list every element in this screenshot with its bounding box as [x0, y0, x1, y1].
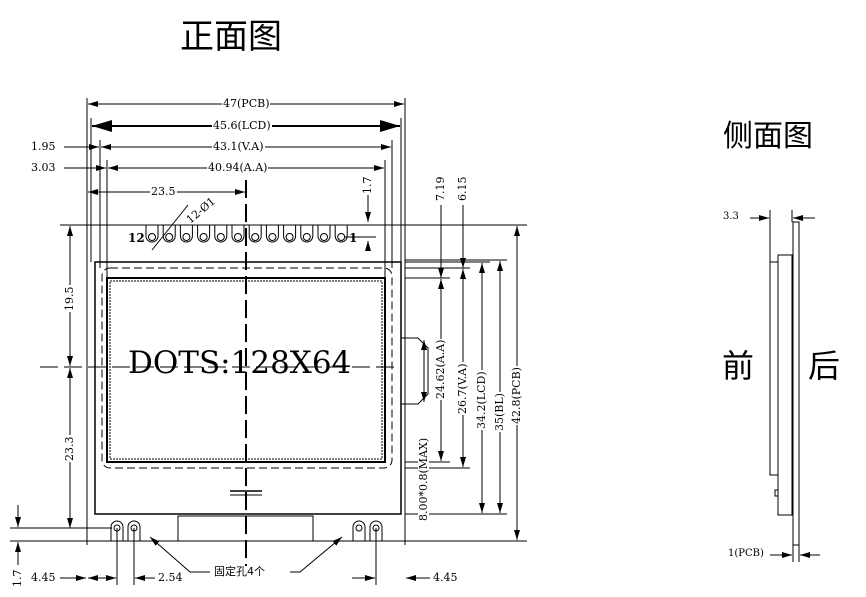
dim-aa-width: 40.94(A.A)	[207, 161, 269, 174]
pin-hole	[337, 233, 346, 241]
dim-va-width: 43.1(V.A)	[212, 140, 265, 153]
side-back-label: 后	[808, 347, 841, 385]
dim-lcd-height: 34.2(LCD)	[475, 370, 488, 430]
pin-slot	[283, 225, 297, 243]
pin-hole	[234, 233, 242, 241]
dim-center-offset: 23.5	[150, 185, 177, 198]
front-view-title: 正面图	[180, 17, 282, 57]
pin-slot	[162, 225, 176, 243]
pin-slot	[231, 225, 245, 243]
pin-hole	[148, 233, 156, 241]
pin-hole	[199, 233, 208, 241]
side-front-label: 前	[722, 347, 755, 385]
pin-slot	[334, 225, 348, 243]
pin-hole	[216, 233, 225, 241]
pin-hole	[320, 233, 328, 241]
dim-pin-offset: 1.7	[361, 175, 374, 195]
dim-va-top: 6.15	[456, 175, 469, 202]
pin-slot	[214, 225, 228, 243]
pin-hole	[165, 233, 174, 241]
dim-aa-top: 7.19	[434, 175, 447, 202]
dim-bl-height: 35(BL)	[493, 392, 506, 432]
pin-slot	[300, 225, 314, 243]
dim-pcb-thickness: 1(PCB)	[727, 548, 765, 559]
dim-left-offset: 4.45	[30, 571, 57, 584]
display-resolution-text: DOTS:128X64	[128, 345, 352, 381]
dim-hole-pitch: 2.54	[157, 571, 184, 584]
pin-slot	[248, 225, 262, 243]
pin-hole	[251, 233, 260, 241]
dim-right-offset: 4.45	[432, 571, 459, 584]
dim-hole-offset: 1.7	[11, 568, 24, 588]
dim-va-height: 26.7(V.A)	[456, 362, 469, 415]
pin-slot	[265, 225, 279, 243]
dim-va-offset: 1.95	[30, 140, 57, 153]
pin-hole	[302, 233, 311, 241]
pin-1-label: 1	[349, 231, 358, 245]
pin-slot	[145, 225, 159, 243]
dim-lcd-width: 45.6(LCD)	[212, 119, 272, 132]
pin-slot	[197, 225, 211, 243]
dim-aa-offset: 3.03	[30, 161, 57, 174]
pin-hole	[268, 233, 277, 241]
pin-slot	[179, 225, 193, 243]
dim-bottom-half: 23.3	[63, 435, 76, 462]
side-view-title: 侧面图	[723, 119, 813, 154]
dim-thickness: 3.3	[722, 211, 740, 222]
pin-hole	[285, 233, 294, 241]
pin-12-label: 12	[128, 231, 145, 245]
dim-pcb-width: 47(PCB)	[222, 97, 271, 110]
pin-slot	[317, 225, 331, 243]
mount-holes-label: 固定孔4个	[213, 565, 266, 578]
dim-backlight-tab: 8.00*0.8(MAX)	[417, 436, 430, 522]
dim-pcb-height: 42.8(PCB)	[510, 366, 523, 425]
pin-hole	[182, 233, 191, 241]
dim-top-half: 19.5	[63, 285, 76, 312]
dim-aa-height: 24.62(A.A)	[434, 338, 447, 400]
